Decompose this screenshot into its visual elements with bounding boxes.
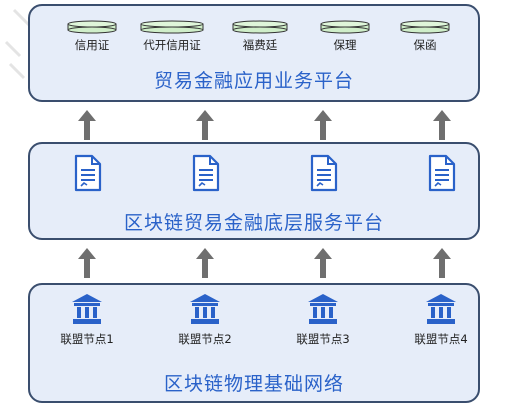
service-label: 信用证 — [74, 38, 110, 52]
database-disk-icon — [232, 20, 288, 34]
database-disk-icon — [320, 20, 370, 34]
alliance-node-1[interactable]: 联盟节点1 — [42, 293, 132, 347]
service-label: 福费廷 — [242, 38, 278, 52]
service-letter-of-guarantee[interactable]: 保函 — [388, 20, 462, 53]
document-icon[interactable] — [310, 154, 338, 192]
service-letter-of-credit[interactable]: 信用证 — [55, 20, 129, 53]
document-icon[interactable] — [74, 154, 102, 192]
service-label: 保理 — [333, 38, 357, 52]
database-disk-icon — [67, 20, 117, 34]
service-label: 代开信用证 — [143, 38, 201, 52]
physical-network-title: 区块链物理基础网络 — [163, 373, 344, 395]
blockchain-service-platform-layer: 区块链贸易金融底层服务平台 — [28, 142, 480, 240]
document-icon[interactable] — [192, 154, 220, 192]
up-arrow-icon — [314, 248, 332, 278]
database-disk-icon — [140, 20, 204, 34]
alliance-node-4[interactable]: 联盟节点4 — [396, 293, 486, 347]
blockchain-service-platform-title: 区块链贸易金融底层服务平台 — [123, 212, 384, 234]
application-platform-layer: 信用证 代开信用证 福费廷 保理 保函 贸易金融应用业务平台 — [28, 4, 480, 102]
up-arrow-icon — [196, 110, 214, 140]
alliance-node-3[interactable]: 联盟节点3 — [278, 293, 368, 347]
up-arrow-icon — [433, 248, 451, 278]
up-arrow-icon — [196, 248, 214, 278]
document-icon[interactable] — [428, 154, 456, 192]
up-arrow-icon — [433, 110, 451, 140]
bank-building-icon — [426, 294, 456, 324]
service-forfaiting[interactable]: 福费廷 — [223, 20, 297, 53]
service-issued-letter-of-credit[interactable]: 代开信用证 — [135, 20, 209, 53]
alliance-node-2[interactable]: 联盟节点2 — [160, 293, 250, 347]
node-label: 联盟节点4 — [414, 332, 468, 346]
bank-building-icon — [72, 294, 102, 324]
physical-network-layer: 联盟节点1 联盟节点2 联盟节点3 — [28, 283, 480, 403]
database-disk-icon — [400, 20, 450, 34]
node-label: 联盟节点2 — [178, 332, 232, 346]
application-platform-title: 贸易金融应用业务平台 — [153, 70, 354, 92]
bank-building-icon — [308, 294, 338, 324]
up-arrow-icon — [78, 110, 96, 140]
up-arrow-icon — [314, 110, 332, 140]
service-label: 保函 — [413, 38, 437, 52]
bank-building-icon — [190, 294, 220, 324]
service-factoring[interactable]: 保理 — [308, 20, 382, 53]
node-label: 联盟节点3 — [296, 332, 350, 346]
watermark-mark — [4, 8, 32, 80]
up-arrow-icon — [78, 248, 96, 278]
node-label: 联盟节点1 — [60, 332, 114, 346]
